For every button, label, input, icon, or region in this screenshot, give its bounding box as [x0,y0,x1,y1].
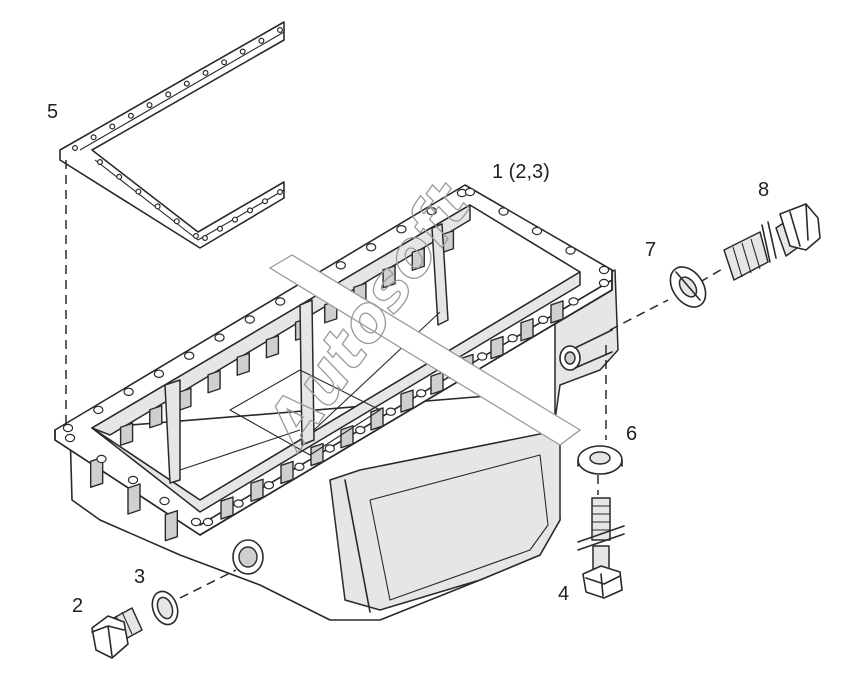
pan-rib-pocket [250,478,264,502]
gasket-part [59,21,285,249]
pan-bolt-hole [531,226,543,236]
callout-bolt: 4 [558,583,569,605]
bolt-part [577,497,625,599]
gasket-bolt-hole [71,145,78,152]
pan-bolt-hole [93,405,104,415]
pan-rib-pocket [430,371,444,395]
pan-rib-pocket [370,407,384,431]
gasket-bolt-hole [135,188,142,195]
pan-rib-pocket [382,265,396,289]
gasket-bolt-hole [193,233,200,240]
gasket-bolt-hole [90,134,97,141]
pan-bolt-hole [365,242,377,252]
gasket-bolt-hole [262,198,269,205]
pan-rib-pocket [265,335,280,359]
gasket-bolt-hole [277,189,284,196]
pan-bolt-hole [244,315,255,324]
pan-rib-pocket [280,460,294,485]
pan-bolt-hole [62,423,74,433]
pan-bolt-hole [355,425,366,435]
pan-bolt-hole [275,297,286,306]
pan-bolt-hole [183,351,195,360]
pan-bolt-hole [64,433,76,443]
gasket-bolt-hole [202,69,209,76]
pan-bolt-hole [324,444,335,453]
pan-bolt-hole [153,369,165,378]
pan-bolt-hole [96,454,107,464]
plug-seal-part [151,590,179,626]
pan-bolt-hole [385,407,396,416]
pan-rib-pocket [550,300,564,324]
pan-bolt-hole [159,496,170,506]
gasket-bolt-hole [96,159,103,166]
gasket-bolt-hole [116,173,123,180]
pan-bolt-hole [537,315,549,324]
callout-drain-plug: 2 [72,595,83,617]
gasket-bolt-hole [217,225,224,232]
pan-bolt-hole [123,387,134,396]
callout-gasket: 5 [47,101,58,123]
callout-plug-seal: 3 [134,566,145,588]
pan-bolt-hole [294,462,305,471]
gasket-bolt-hole [258,37,265,44]
pan-bolt-hole [335,261,346,270]
pan-rib-pocket [149,405,163,429]
gasket-bolt-hole [239,48,246,55]
pan-rib-pocket [520,318,534,342]
assembly-lines [65,160,725,599]
pan-bolt-hole [598,265,610,275]
gasket-bolt-hole [183,80,190,87]
gasket-bolt-hole [165,91,172,98]
pan-bolt-hole [263,481,275,490]
gasket-bolt-hole [247,207,254,214]
pan-rib-pocket [400,389,414,413]
pan-bolt-hole [507,334,518,343]
sensor-plug-part [723,203,821,281]
bolt-washer-part [577,445,623,475]
gasket-bolt-hole [173,218,180,225]
pan-rib-pocket [164,509,179,542]
pan-bolt-hole [426,206,437,216]
pan-bolt-hole [202,517,214,527]
pan-rib-pocket [411,247,425,271]
pan-bolt-hole [396,224,407,234]
pan-bolt-hole [477,352,488,361]
gasket-bolt-hole [202,235,209,242]
pan-bolt-hole [598,278,610,288]
gasket-bolt-hole [221,59,228,66]
pan-bolt-hole [565,246,576,255]
pan-rib-pocket [340,425,354,449]
gasket-bolt-hole [232,216,239,223]
callout-oil-pan: 1 (2,3) [492,161,550,183]
pan-bolt-hole [498,207,509,216]
drain-plug-part [91,607,143,659]
gasket-bolt-hole [154,203,161,210]
pan-rib-pocket [119,422,134,446]
pan-bolt-hole [416,389,427,398]
pan-bolt-hole [214,333,225,342]
gasket-bolt-hole [109,123,116,130]
gasket-bolt-hole [277,27,284,34]
gasket-bolt-hole [127,112,134,119]
pan-bolt-hole [568,297,579,306]
sensor-washer-part [669,266,707,308]
pan-bolt-hole [464,187,476,197]
pan-bolt-hole [190,517,202,527]
pan-bolt-hole [127,475,139,485]
pan-rib-pocket [490,335,504,360]
pan-rib-pocket [207,370,221,394]
gasket-bolt-hole [146,102,153,109]
pan-bolt-hole [233,499,244,508]
pan-rib-pocket [220,496,234,520]
callout-sensor-washer: 7 [645,239,656,261]
pan-rib-pocket [236,352,250,376]
callout-labels: 1 (2,3) 2 3 4 5 6 7 8 [47,101,769,617]
callout-bolt-washer: 6 [626,423,637,445]
callout-sensor-plug: 8 [758,179,769,201]
pan-rib-pocket [127,483,141,515]
